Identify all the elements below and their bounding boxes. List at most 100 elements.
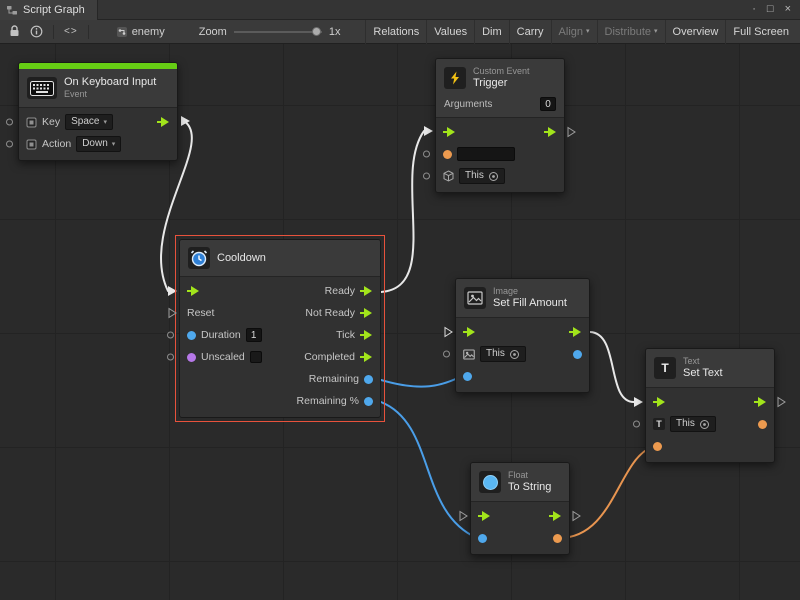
- node-trigger-custom-event[interactable]: Custom Event Trigger Arguments 0: [423, 58, 576, 193]
- wire-arrowhead: [634, 397, 643, 407]
- flow-output-arrow-icon[interactable]: [157, 117, 170, 127]
- flow-port[interactable]: [567, 126, 576, 138]
- toolbar-separator: [87, 24, 89, 39]
- align-button[interactable]: Align▾: [550, 19, 597, 44]
- key-dropdown[interactable]: Space▾: [65, 114, 113, 130]
- node-set-text[interactable]: T Text Set Text T This: [633, 348, 786, 463]
- value-port[interactable]: [167, 353, 174, 361]
- node-on-keyboard-input[interactable]: On Keyboard Input Event Key Space▾ Actio…: [6, 62, 178, 161]
- value-port[interactable]: [167, 331, 174, 339]
- wire-remaining-to-fillamount[interactable]: [380, 375, 463, 388]
- string-dot[interactable]: [653, 441, 662, 451]
- titlebar: Script Graph · □ ×: [0, 0, 800, 20]
- float-dot[interactable]: [573, 349, 582, 359]
- value-port[interactable]: [633, 420, 640, 428]
- value-port[interactable]: [423, 150, 430, 158]
- port-label: Unscaled: [201, 351, 245, 363]
- flow-output-arrow-icon[interactable]: [754, 397, 767, 407]
- dim-button[interactable]: Dim: [474, 19, 509, 44]
- flow-output-arrow-icon[interactable]: [360, 352, 373, 362]
- zoom-slider-handle[interactable]: [311, 26, 321, 36]
- flow-port[interactable]: [777, 396, 786, 408]
- graph-toolbar: <> enemy Zoom 1x Relations Values Dim Ca…: [0, 19, 800, 44]
- flow-input-arrow-icon[interactable]: [478, 511, 491, 521]
- float-dot[interactable]: [364, 396, 373, 406]
- flow-port[interactable]: [444, 326, 453, 338]
- event-name-field[interactable]: [457, 147, 515, 161]
- graph-asset-icon: [116, 26, 127, 37]
- float-dot[interactable]: [187, 330, 196, 340]
- values-button[interactable]: Values: [426, 19, 474, 44]
- value-port[interactable]: [443, 350, 450, 358]
- maximize-icon[interactable]: □: [766, 3, 774, 15]
- flow-output-arrow-icon[interactable]: [360, 286, 373, 296]
- tab-script-graph[interactable]: Script Graph: [0, 0, 98, 20]
- float-dot[interactable]: [463, 371, 472, 381]
- alarm-clock-icon: [188, 247, 210, 269]
- flow-output-arrow-icon[interactable]: [549, 511, 562, 521]
- bool-dot[interactable]: [187, 352, 196, 362]
- node-subtitle: Event: [64, 89, 88, 99]
- target-icon: [699, 419, 709, 429]
- port-row-target: T This: [633, 413, 774, 435]
- flow-output-arrow-icon[interactable]: [544, 127, 557, 137]
- zoom-slider[interactable]: [233, 26, 322, 36]
- node-cooldown[interactable]: Cooldown Ready Reset Not Ready: [167, 239, 381, 418]
- value-port[interactable]: [6, 118, 13, 126]
- carry-button[interactable]: Carry: [508, 19, 551, 44]
- unscaled-checkbox[interactable]: [249, 351, 262, 363]
- duration-field[interactable]: 1: [245, 328, 262, 342]
- flow-row: [436, 121, 576, 143]
- graph-canvas[interactable]: On Keyboard Input Event Key Space▾ Actio…: [0, 44, 800, 600]
- flow-output-arrow-icon[interactable]: [360, 330, 373, 340]
- flow-input-arrow-icon[interactable]: [463, 327, 476, 337]
- window-menu-icon[interactable]: ·: [752, 3, 756, 15]
- flow-source-arrow: [181, 116, 190, 126]
- graph-name-label: enemy: [131, 25, 165, 38]
- code-icon[interactable]: <>: [64, 26, 78, 37]
- graph-asset-breadcrumb[interactable]: enemy: [116, 26, 165, 38]
- string-dot[interactable]: [443, 149, 452, 159]
- zoom-label: Zoom: [198, 25, 227, 38]
- flow-input-arrow-icon[interactable]: [187, 286, 200, 296]
- wire-ready-to-trigger[interactable]: [380, 130, 425, 293]
- lightning-icon: [444, 67, 466, 89]
- port-label: Duration: [201, 329, 241, 341]
- node-category: Text: [683, 356, 700, 366]
- flow-input-arrow-icon[interactable]: [443, 127, 456, 137]
- tab-title: Script Graph: [23, 3, 85, 16]
- lock-icon[interactable]: [4, 20, 25, 44]
- node-title: Cooldown: [217, 251, 266, 264]
- flow-output-arrow-icon[interactable]: [569, 327, 582, 337]
- info-icon[interactable]: [25, 20, 48, 44]
- overview-button[interactable]: Overview: [664, 19, 726, 44]
- flow-port[interactable]: [168, 307, 177, 319]
- port-row-name: [423, 143, 564, 165]
- string-dot[interactable]: [553, 533, 562, 543]
- relations-button[interactable]: Relations: [365, 19, 426, 44]
- float-dot[interactable]: [478, 533, 487, 543]
- float-dot[interactable]: [364, 374, 373, 384]
- close-icon[interactable]: ×: [784, 3, 791, 15]
- flow-output-arrow-icon[interactable]: [360, 308, 373, 318]
- arguments-field[interactable]: 0: [540, 97, 556, 111]
- target-dropdown[interactable]: This: [670, 416, 716, 432]
- value-port[interactable]: [6, 140, 13, 148]
- port-row-key: Key Space▾: [6, 111, 177, 133]
- string-dot[interactable]: [758, 419, 767, 429]
- value-port[interactable]: [423, 172, 430, 180]
- target-dropdown[interactable]: This: [459, 168, 505, 184]
- wire-setfill-to-settext[interactable]: [589, 331, 635, 403]
- flow-input-arrow-icon[interactable]: [653, 397, 666, 407]
- flow-port[interactable]: [572, 510, 581, 522]
- action-dropdown[interactable]: Down▾: [76, 136, 122, 152]
- node-title: Set Text: [683, 367, 723, 379]
- distribute-button[interactable]: Distribute▾: [596, 19, 665, 44]
- fullscreen-button[interactable]: Full Screen: [725, 19, 796, 44]
- window-controls: · □ ×: [752, 4, 800, 15]
- node-set-fill-amount[interactable]: Image Set Fill Amount This: [443, 278, 590, 393]
- flow-port[interactable]: [459, 510, 468, 522]
- node-to-string[interactable]: Float To String: [459, 462, 581, 555]
- wire-tostring-to-settext[interactable]: [558, 446, 653, 539]
- target-dropdown[interactable]: This: [480, 346, 526, 362]
